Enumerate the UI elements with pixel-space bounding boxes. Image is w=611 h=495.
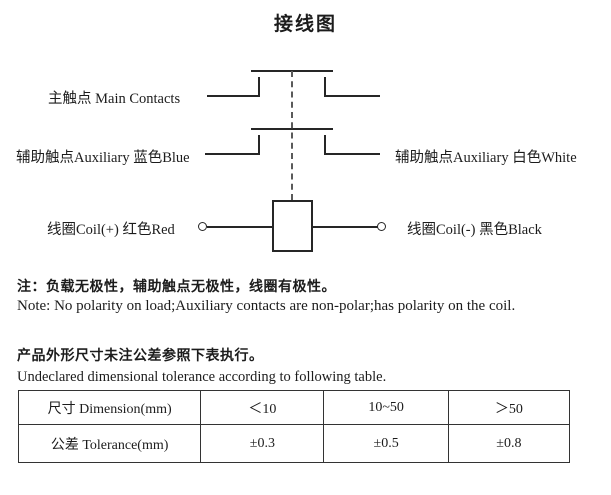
tolerance-note-cn: 产品外形尺寸未注公差参照下表执行。 <box>17 347 264 363</box>
coil-negative-terminal-icon <box>377 222 386 231</box>
page-title: 接线图 <box>273 14 337 35</box>
range-lt10-cell: ＜10 <box>200 390 325 425</box>
aux-contact-left-post <box>258 135 260 155</box>
coil-right-lead <box>313 226 378 228</box>
aux-contact-right-lead <box>325 153 380 155</box>
coil-positive-terminal-icon <box>198 222 207 231</box>
polarity-note-cn: 注：负载无极性，辅助触点无极性，线圈有极性。 <box>17 278 336 294</box>
table-row: 尺寸 Dimension(mm) ＜10 10~50 ＞50 <box>17 390 571 425</box>
coil-left-lead <box>207 226 272 228</box>
tolerance-05-cell: ±0.5 <box>323 424 449 463</box>
range-10-50-cell: 10~50 <box>323 390 449 425</box>
tolerance-table: 尺寸 Dimension(mm) ＜10 10~50 ＞50 公差 Tolera… <box>17 390 571 463</box>
tolerance-08-cell: ±0.8 <box>447 424 571 463</box>
aux-contact-right-post <box>324 135 326 155</box>
main-contact-left-post <box>258 77 260 97</box>
aux-contact-left-lead <box>205 153 259 155</box>
tolerance-header-cell: 公差 Tolerance(mm) <box>17 424 202 463</box>
mechanical-link-dashed-line <box>291 71 293 200</box>
tolerance-note-en: Undeclared dimensional tolerance accordi… <box>17 369 387 385</box>
main-contact-left-lead <box>207 95 259 97</box>
dimension-header-cell: 尺寸 Dimension(mm) <box>17 390 202 425</box>
table-row: 公差 Tolerance(mm) ±0.3 ±0.5 ±0.8 <box>17 424 571 463</box>
auxiliary-blue-label: 辅助触点Auxiliary 蓝色Blue <box>16 150 190 166</box>
coil-box <box>272 200 313 252</box>
tolerance-03-cell: ±0.3 <box>200 424 325 463</box>
coil-positive-red-label: 线圈Coil(+) 红色Red <box>47 222 175 238</box>
range-gt50-cell: ＞50 <box>447 390 571 425</box>
main-contacts-label: 主触点 Main Contacts <box>48 91 181 107</box>
auxiliary-white-label: 辅助触点Auxiliary 白色White <box>395 150 577 166</box>
main-contact-right-lead <box>325 95 380 97</box>
coil-negative-black-label: 线圈Coil(-) 黑色Black <box>407 222 542 238</box>
main-contact-right-post <box>324 77 326 97</box>
polarity-note-en: Note: No polarity on load;Auxiliary cont… <box>17 298 516 314</box>
